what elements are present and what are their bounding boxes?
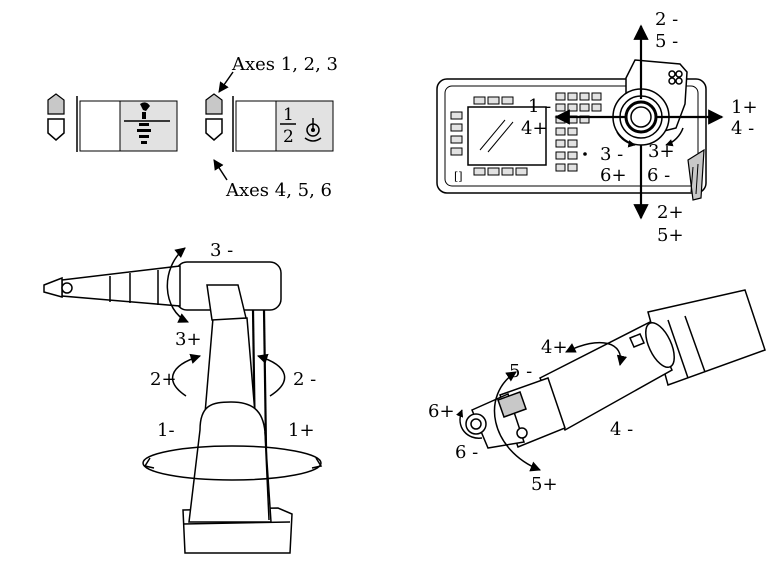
robot-axis-labels: 3 - 3+ 2+ 2 - 1- 1+: [150, 240, 316, 441]
axis-1-plus-label: 1+: [288, 420, 315, 441]
axis-3-plus-label: 3+: [175, 329, 202, 350]
axis-6-plus-label: 6+: [428, 401, 455, 422]
pendant-display: [467, 106, 547, 166]
axis-1-minus-label: 1-: [157, 420, 175, 441]
svg-text:[]: []: [454, 170, 463, 183]
axis-3-minus-label: 3 -: [210, 240, 233, 261]
joystick-ccw-label-1: 3 -: [600, 144, 623, 165]
motion-unit-panel-left: [47, 93, 178, 152]
joystick-left-label-2: 4+: [521, 118, 548, 139]
axis-rotation-icon: [304, 118, 322, 142]
fraction-numerator: 1: [283, 105, 294, 125]
axis-2-plus-label: 2+: [150, 369, 177, 390]
joystick-ccw-label-2: 6+: [600, 165, 627, 186]
joystick-up-label-2: 5 -: [655, 31, 678, 52]
joystick-left-label-1: 1 -: [528, 96, 551, 117]
axis-5-minus-label: 5 -: [509, 361, 532, 382]
joystick-direction-arrows: [554, 24, 724, 220]
axis-4-minus-label: 4 -: [610, 419, 633, 440]
robot-tool-icon: [124, 102, 170, 144]
axis-5-plus-label: 5+: [531, 474, 558, 495]
axes-4-5-6-label: Axes 4, 5, 6: [225, 180, 332, 201]
wrist-axis-arrows: [456, 341, 628, 472]
joystick-up-label-1: 2 -: [655, 9, 678, 30]
joystick-right-label-2: 4 -: [731, 118, 754, 139]
joystick-down-label-2: 5+: [657, 225, 684, 246]
pendant-keys: [450, 92, 602, 176]
axis-6-minus-label: 6 -: [455, 442, 478, 463]
pentagon-up-icon: [47, 93, 65, 115]
joystick-down-label-1: 2+: [657, 202, 684, 223]
robot-arm-illustration: [43, 261, 293, 554]
joystick-labels: 2 - 5 - 1+ 4 - 1 - 4+ 3 - 6+ 3+ 6 - 2+ 5…: [521, 9, 758, 246]
teach-pendant: []: [436, 59, 707, 201]
pentagon-up-icon: [205, 93, 223, 115]
motion-unit-panel-right: 1 2 Axes 1, 2, 3 Axes 4, 5, 6: [205, 54, 338, 201]
wrist-axis-labels: 4+ 4 - 5 - 5+ 6+ 6 -: [428, 337, 633, 495]
joystick-right-label-1: 1+: [731, 97, 758, 118]
emergency-stop-icon: [668, 70, 683, 85]
joystick-icon: [612, 88, 670, 146]
joystick-cw-label-2: 6 -: [647, 165, 670, 186]
robot-axis-arrows: [142, 247, 323, 481]
joystick-cw-label-1: 3+: [648, 141, 675, 162]
pentagon-down-icon: [205, 118, 223, 141]
fraction-denominator: 2: [283, 127, 294, 147]
axes-1-2-3-label: Axes 1, 2, 3: [231, 54, 338, 75]
axis-2-minus-label: 2 -: [293, 369, 316, 390]
axis-4-plus-label: 4+: [541, 337, 568, 358]
pentagon-down-icon: [47, 118, 65, 141]
